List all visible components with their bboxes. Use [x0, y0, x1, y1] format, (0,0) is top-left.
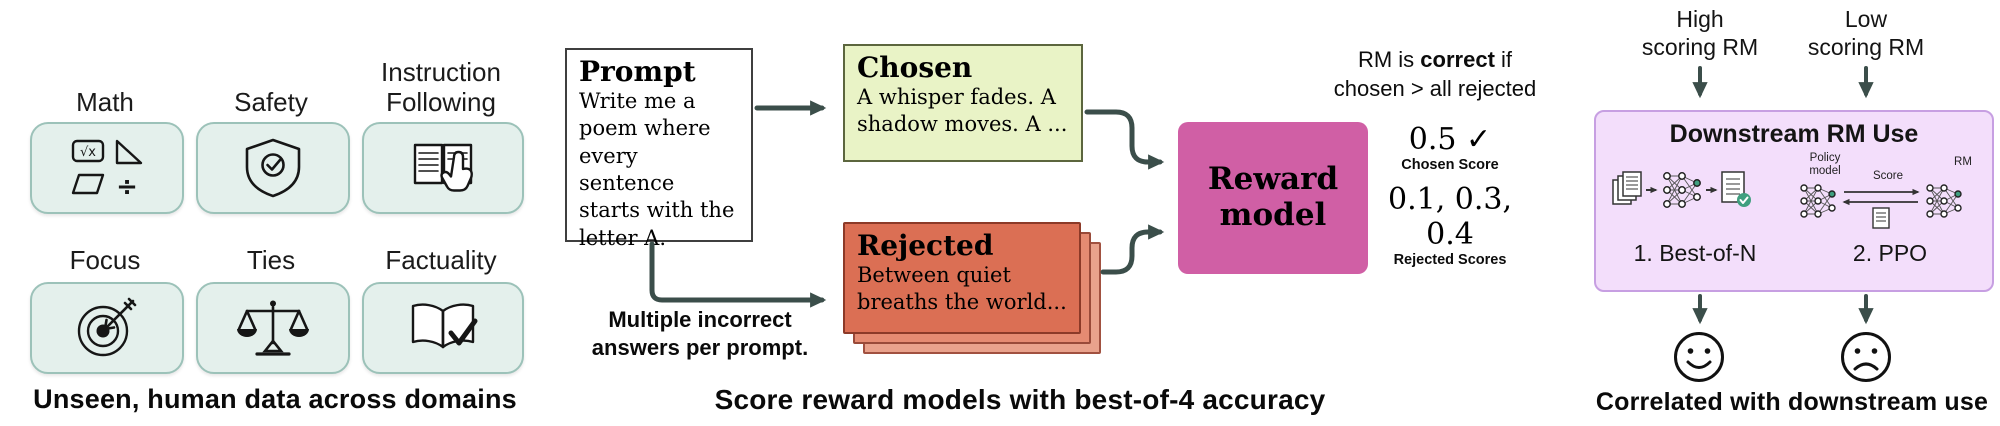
- rule-prefix: RM is: [1357, 47, 1421, 72]
- domain-box-ties: [196, 282, 350, 374]
- prompt-body: Write me a poem where every sentence sta…: [579, 89, 735, 250]
- reward-model-box: Reward model: [1178, 122, 1368, 274]
- domain-box-math: √x ÷: [30, 122, 184, 214]
- smiley-face-icon: [1674, 332, 1724, 382]
- right-caption: Correlated with downstream use: [1595, 388, 1989, 416]
- best-of-n-label: 1. Best-of-N: [1633, 240, 1757, 266]
- arrow-rejected-to-reward: [1100, 224, 1165, 275]
- open-book-check-icon: [411, 303, 478, 349]
- domain-box-safety: [196, 122, 350, 214]
- high-scoring-rm-label: High scoring RM: [1641, 6, 1759, 60]
- rejected-note: Multiple incorrect answers per prompt.: [591, 307, 809, 360]
- domain-box-factuality: [362, 282, 524, 374]
- ppo-rm-network-icon: [1926, 184, 1962, 218]
- rule-suffix: if: [1494, 47, 1513, 72]
- domain-label-factuality: Factuality: [385, 245, 497, 276]
- rule-bold: correct: [1420, 47, 1495, 72]
- ppo-diagram: [1800, 184, 1962, 229]
- prompt-title: Prompt: [579, 55, 696, 88]
- domain-box-instruction-following: [362, 122, 524, 214]
- frowny-face-icon: [1841, 332, 1891, 382]
- chosen-score-value: 0.5 ✓: [1408, 122, 1492, 157]
- domain-label-math: Math: [76, 87, 134, 118]
- rejected-scores-label: Rejected Scores: [1393, 252, 1507, 268]
- domain-label-focus: Focus: [69, 245, 141, 276]
- ppo-label: 2. PPO: [1852, 240, 1928, 266]
- rejected-body: Between quiet breaths the world...: [857, 263, 1067, 315]
- ppo-sample-doc-icon: [1872, 207, 1890, 229]
- balance-scale-icon: [237, 300, 309, 356]
- selected-doc-icon: [1721, 171, 1751, 207]
- candidate-docs-icon: [1612, 171, 1642, 205]
- rejected-scores-value: 0.1, 0.3, 0.4: [1387, 182, 1513, 252]
- svg-text:√x: √x: [80, 145, 96, 160]
- downstream-box-title: Downstream RM Use: [1669, 120, 1919, 148]
- reward-model-label-line2: model: [1219, 197, 1327, 233]
- domain-label-safety: Safety: [234, 87, 308, 118]
- rm-correct-rule: RM is correct if chosen > all rejected: [1310, 46, 1560, 103]
- prompt-card: Prompt Write me a poem where every sente…: [565, 48, 753, 250]
- chosen-score-label: Chosen Score: [1401, 157, 1499, 173]
- chosen-body: A whisper fades. A shadow moves. A ...: [857, 85, 1068, 137]
- arrow-prompt-to-rejected: [649, 241, 827, 308]
- best-of-n-diagram: [1612, 171, 1751, 208]
- middle-caption: Score reward models with best-of-4 accur…: [714, 384, 1326, 415]
- shield-check-icon: [245, 138, 301, 198]
- rule-line2: chosen > all rejected: [1333, 75, 1537, 101]
- math-icon: √x ÷: [71, 139, 143, 199]
- low-scoring-rm-label: Low scoring RM: [1807, 6, 1925, 60]
- score-label: Score: [1872, 170, 1904, 182]
- domain-label-ties: Ties: [246, 245, 296, 276]
- instruction-following-icon: [413, 143, 473, 192]
- reward-model-label-line1: Reward: [1207, 161, 1339, 198]
- target-dart-icon: [77, 297, 137, 357]
- rm-label: RM: [1954, 156, 1972, 168]
- domain-box-focus: [30, 282, 184, 374]
- chosen-title: Chosen: [857, 51, 973, 84]
- domain-label-instruction-following: Instruction Following: [381, 57, 501, 118]
- rejected-title: Rejected: [857, 229, 994, 262]
- rejected-stack: Rejected Between quiet breaths the world…: [843, 222, 1105, 358]
- scores-column: 0.5 ✓ Chosen Score 0.1, 0.3, 0.4 Rejecte…: [1360, 122, 1540, 268]
- arrow-chosen-to-reward: [1084, 109, 1165, 170]
- svg-text:÷: ÷: [116, 172, 138, 199]
- policy-model-label: Policy model: [1809, 152, 1841, 178]
- rejected-card-front: Rejected Between quiet breaths the world…: [843, 222, 1081, 334]
- downstream-rm-use-box: Downstream RM Use: [1594, 110, 1994, 292]
- left-caption: Unseen, human data across domains: [33, 384, 517, 414]
- chosen-card: Chosen A whisper fades. A shadow moves. …: [843, 44, 1083, 162]
- ppo-policy-network-icon: [1800, 184, 1836, 218]
- policy-network-icon: [1663, 172, 1701, 208]
